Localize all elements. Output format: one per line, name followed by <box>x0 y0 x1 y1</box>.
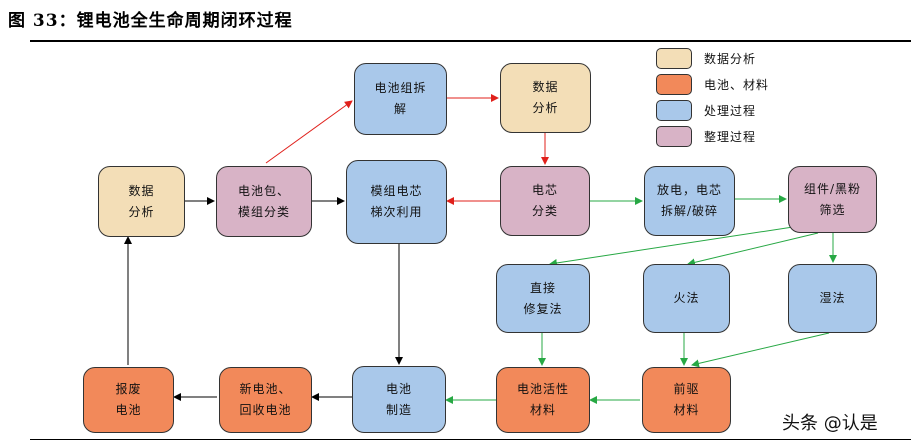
node-cell-sort: 电芯 分类 <box>500 166 590 236</box>
legend-item-data: 数据分析 <box>656 48 756 69</box>
node-pack-dismantle: 电池组拆 解 <box>354 63 447 135</box>
arrow-pack-to-dismantle <box>265 100 353 164</box>
legend-label: 整理过程 <box>704 130 757 144</box>
node-direct-repair: 直接 修复法 <box>496 264 590 333</box>
node-active-material: 电池活性 材料 <box>496 367 590 433</box>
node-data-analysis-left: 数据 分析 <box>98 166 185 237</box>
legend-swatch <box>656 48 692 69</box>
legend-label: 数据分析 <box>704 52 757 66</box>
arrow-blackmass-to-pyro <box>687 232 819 267</box>
arrow-hydro-to-precursor <box>691 332 830 368</box>
legend-label: 处理过程 <box>704 104 757 118</box>
watermark: 头条 @认是 <box>782 413 878 434</box>
legend-label: 电池、材料 <box>704 78 770 92</box>
node-battery-manufacture: 电池 制造 <box>352 366 446 433</box>
legend-item-material: 电池、材料 <box>656 74 769 95</box>
node-pyrometallurgy: 火法 <box>643 264 730 333</box>
top-rule <box>30 40 911 42</box>
node-scrap-battery: 报废 电池 <box>83 367 174 433</box>
node-new-recycled-battery: 新电池、 回收电池 <box>219 367 312 433</box>
legend-swatch <box>656 100 692 121</box>
node-discharge-dismantle: 放电，电芯 拆解/破碎 <box>644 166 735 236</box>
legend-swatch <box>656 126 692 147</box>
legend-item-process: 处理过程 <box>656 100 756 121</box>
node-module-cell-reuse: 模组电芯 梯次利用 <box>346 160 447 244</box>
node-hydrometallurgy: 湿法 <box>788 264 877 333</box>
bottom-rule <box>30 439 911 440</box>
arrow-blackmass-to-direct <box>549 224 807 267</box>
node-blackmass-screening: 组件/黑粉 筛选 <box>788 166 877 233</box>
figure-title: 图 33：锂电池全生命周期闭环过程 <box>8 11 293 31</box>
node-data-analysis-top: 数据 分析 <box>500 63 591 133</box>
node-precursor-material: 前驱 材料 <box>642 367 731 433</box>
legend-swatch <box>656 74 692 95</box>
node-pack-module-sort: 电池包、 模组分类 <box>216 166 312 237</box>
legend-item-sorting: 整理过程 <box>656 126 756 147</box>
